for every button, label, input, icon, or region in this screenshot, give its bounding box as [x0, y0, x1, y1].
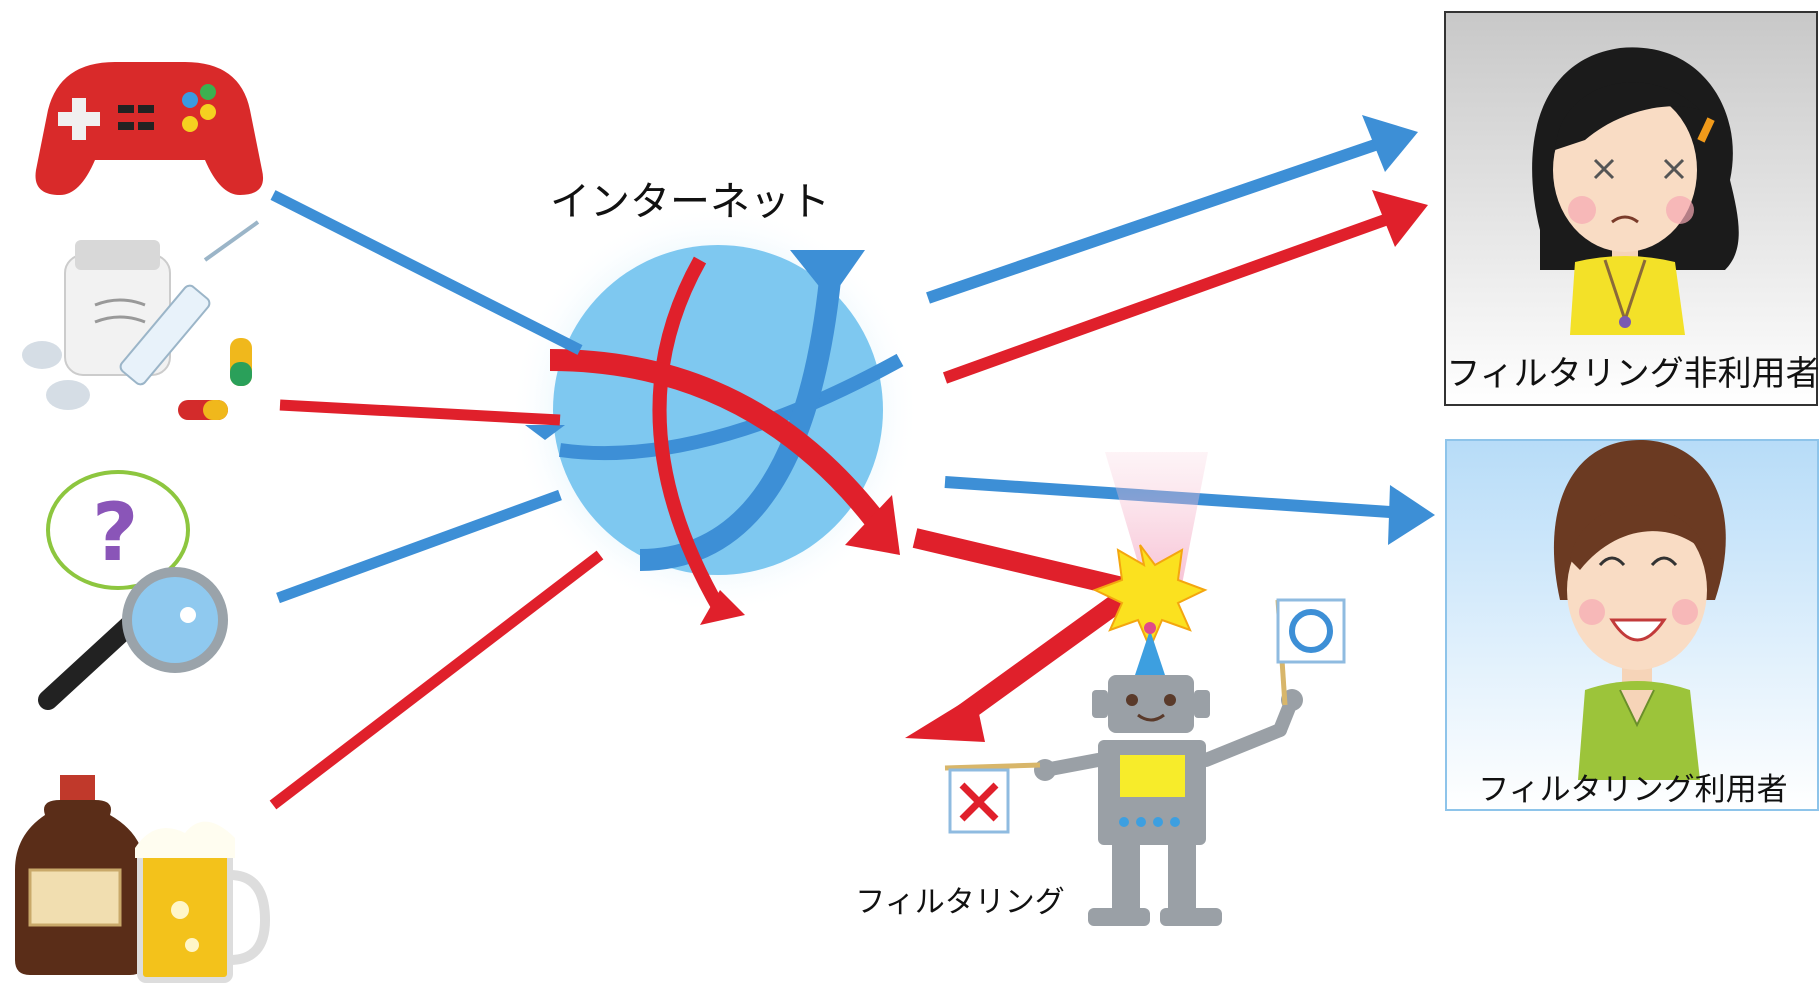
user-label: フィルタリング利用者 [1478, 772, 1787, 808]
alcohol-icon [15, 775, 271, 983]
arrow-harmful-to-non-user [942, 190, 1428, 384]
ng-flag-icon [944, 762, 1041, 834]
internet-globe-icon [510, 205, 920, 625]
question-magnifier-icon: ? [38, 470, 228, 710]
non-user-label: フィルタリング非利用者 [1446, 354, 1819, 394]
filtering-label: フィルタリング [855, 885, 1064, 920]
game-controller-icon [35, 62, 264, 195]
filter-beam [1105, 452, 1208, 620]
svg-text:?: ? [92, 486, 138, 579]
drugs-syringe-icon [22, 220, 260, 420]
internet-label: インターネット [550, 179, 830, 225]
unhappy-woman-icon [1532, 47, 1739, 335]
incoming-arrows [269, 190, 604, 810]
arrow-safe-to-non-user [926, 115, 1418, 304]
happy-woman-icon [1553, 440, 1726, 780]
filter-robot-icon [1034, 622, 1303, 926]
ok-flag-icon [1275, 598, 1346, 706]
